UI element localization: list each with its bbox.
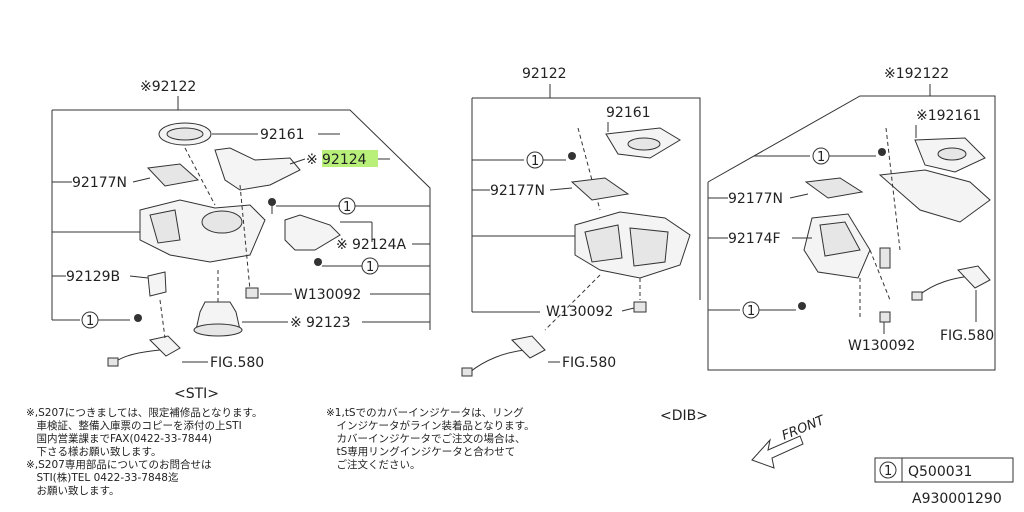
sti-mark-92124a: ※ [336,237,348,253]
notes-left: ※,S207につきましては、限定補修品となります。 車検証、整備入庫票のコピーを… [26,407,262,498]
mid-part-w130092: W130092 [546,304,613,320]
sti-part-w130092: W130092 [294,287,361,303]
sti-part-92124a: 92124A [352,237,407,253]
note-left-line: ※,S207専用部品についてのお問合せは [26,459,212,471]
dib-mat-part [804,177,864,199]
mid-circle-ref: 1 [531,154,539,169]
note-left-line: ※,S207につきましては、限定補修品となります。 [26,407,263,419]
dib-cover-part [878,169,991,223]
dib-circle-ref-b: 1 [747,304,755,319]
dib-part-92174f: 92174F [728,231,781,247]
diagram-id: A930001290 [912,491,1002,507]
dib-circle-ref-a: 1 [817,150,825,165]
mid-part-fig580: FIG.580 [562,355,616,371]
bracket-part [147,271,167,297]
note-left-line: 国内営業課までFAX(0422-33-7844) [26,433,213,445]
dib-part-w130092: W130092 [848,338,915,354]
mid-clip-part [633,301,647,313]
cover-indicator-part [214,147,301,191]
sti-mark-92123: ※ [290,315,302,331]
sti-part-fig580: FIG.580 [210,355,264,371]
harness-part [114,349,161,363]
note-right-line: ※1,tSでのカバーインジケータは、リング [326,407,524,419]
sti-part-92177n: 92177N [72,175,127,191]
notes-right: ※1,tSでのカバーインジケータは、リング インジケータがライン装着品となります… [326,407,535,472]
mid-group: 92122 92161 1 92177N W130092 FIG.580 [461,66,701,377]
sti-mark-92124: ※ [306,152,318,168]
dib-part-fig580: FIG.580 [940,328,994,344]
highlight-marker [322,150,378,167]
sti-header-ref: ※92122 [140,79,196,95]
note-left-line: お願い致します。 [26,485,120,497]
dib-harness-part [917,275,971,297]
dib-part-192161: ※192161 [916,108,981,124]
mid-harness-part [469,349,526,373]
clip-part [245,287,259,299]
dib-header-ref: ※192122 [884,66,949,82]
sti-part-92129b: 92129B [66,269,120,285]
mid-part-92161: 92161 [606,105,651,121]
dib-caption: <DIB> [660,408,708,424]
arrow-icon [751,435,804,469]
legend-code: Q500031 [908,464,972,480]
sti-caption: <STI> [174,386,219,402]
legend-circle: 1 [884,464,892,479]
sti-group: ※92122 92161 ※ 92124 92177N [51,79,431,402]
sti-part-92123: 92123 [306,315,351,331]
sti-part-92161: 92161 [260,127,305,143]
mid-header-ref: 92122 [522,66,567,82]
mid-mat-part [570,177,630,201]
sti-part-92124: 92124 [322,152,367,168]
mat-part [146,163,200,187]
note-right-line: カバーインジケータでご注文の場合は、 [326,433,526,445]
note-left-line: STI(株)TEL 0422-33-7848迄 [26,472,179,484]
legend: 1 Q500031 [874,457,1014,483]
mid-part-92177n: 92177N [490,183,545,199]
note-right-line: インジケータがライン装着品となります。 [326,420,535,432]
dib-part-92177n: 92177N [728,191,783,207]
front-arrow: FRONT [751,413,828,469]
front-label: FRONT [780,413,828,444]
cover-indicator-a-part [284,214,341,251]
sti-circle-ref-a: 1 [343,200,351,215]
note-right-line: tS専用リングインジケータと合わせて [326,446,516,458]
dib-clip-part [879,311,891,323]
sti-circle-ref-c: 1 [86,314,94,329]
note-left-line: 下さる様お願い致します。 [26,446,162,458]
note-right-line: ご注文ください。 [326,459,421,471]
dib-group: ※192122 ※192161 1 92177N 92174F 1 [707,66,996,371]
note-left-line: 車検証、整備入庫票のコピーを添付の上STI [26,420,242,432]
sti-circle-ref-b: 1 [366,260,374,275]
